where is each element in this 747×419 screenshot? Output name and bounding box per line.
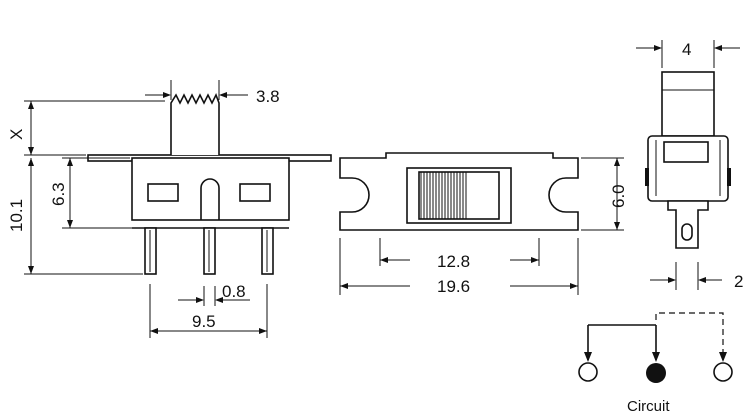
dim-pin-spacing: 9.5: [192, 312, 216, 331]
body-window-right: [239, 183, 271, 202]
switch-body: [131, 157, 290, 221]
circuit-caption: Circuit: [627, 398, 670, 415]
dim-body-width: 6.0: [609, 184, 628, 208]
dim-side-tab-width: 2: [734, 272, 743, 291]
dim-pin-row-height: 6.3: [49, 182, 68, 206]
dim-pin-width: 0.8: [222, 282, 246, 301]
circuit-diagram: Circuit: [578, 312, 733, 415]
terminal-left: [578, 362, 598, 382]
dim-knob-height: X: [7, 129, 26, 140]
top-body-outline: [339, 152, 579, 231]
terminal-right: [713, 362, 733, 382]
slider-knob: [170, 93, 220, 155]
terminal-common: [646, 363, 666, 383]
terminal-hole: [681, 223, 693, 241]
side-view: 4 2: [636, 40, 743, 291]
dim-body-length: 19.6: [437, 277, 470, 296]
top-view: 6.0 12.8 19.6: [339, 152, 628, 296]
side-knob: [661, 71, 715, 137]
actuator-serrations: [418, 171, 500, 220]
center-slot: [200, 178, 220, 220]
actuator-slot: [406, 167, 512, 224]
dim-knob-width: 3.8: [256, 87, 280, 106]
dim-slot-length: 12.8: [437, 252, 470, 271]
dim-side-top-width: 4: [682, 40, 691, 59]
front-view: 3.8 X 6.3 10.1 0.8 9.5: [7, 80, 332, 338]
body-window-left: [147, 183, 179, 202]
dim-total-height: 10.1: [7, 199, 26, 232]
side-body-window: [663, 141, 709, 163]
side-body: [647, 135, 729, 202]
